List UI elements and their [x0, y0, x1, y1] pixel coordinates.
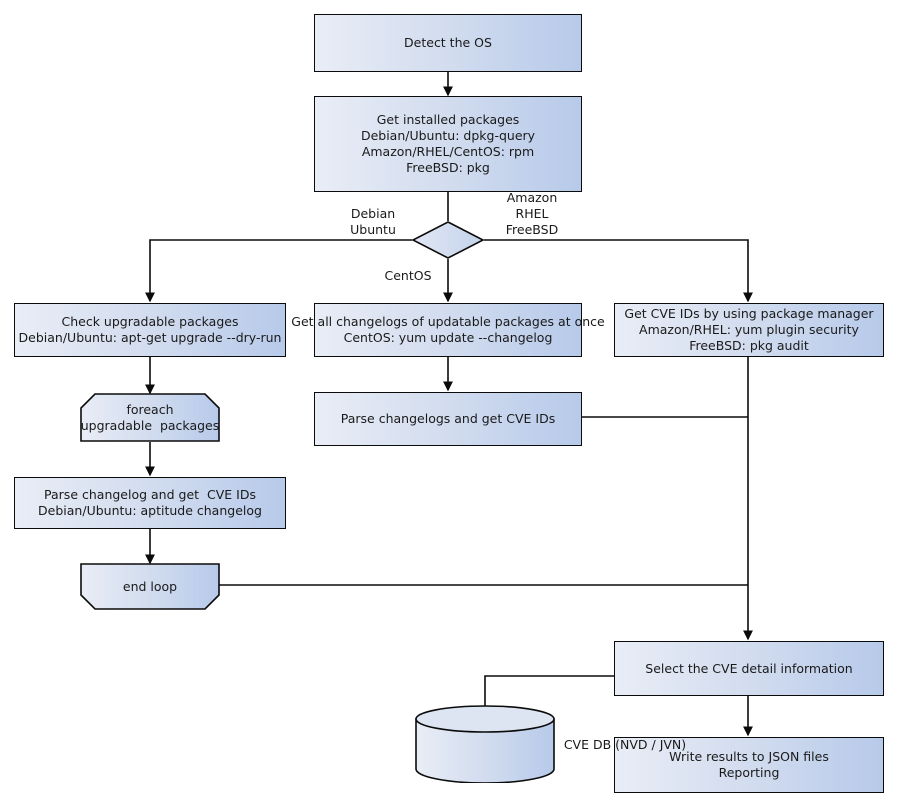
node-get-installed-packages-label: Get installed packages Debian/Ubuntu: dp…: [360, 112, 536, 175]
decision-diamond-shape: [411, 221, 485, 259]
node-cve-database-label: CVE DB (NVD / JVN): [563, 737, 687, 752]
node-get-cve-ids-package-manager[interactable]: Get CVE IDs by using package manager Ama…: [614, 303, 884, 357]
node-foreach-loop-start[interactable]: foreach upgradable packages: [80, 393, 220, 442]
node-parse-changelog-single[interactable]: Parse changelog and get CVE IDs Debian/U…: [14, 477, 286, 529]
node-select-cve-detail[interactable]: Select the CVE detail information: [614, 641, 884, 696]
node-end-loop[interactable]: end loop: [80, 563, 220, 610]
node-os-decision[interactable]: [411, 221, 485, 259]
node-check-upgradable-packages-label: Check upgradable packages Debian/Ubuntu:…: [18, 314, 282, 345]
node-get-all-changelogs-label: Get all changelogs of updatable packages…: [291, 314, 605, 345]
node-get-all-changelogs[interactable]: Get all changelogs of updatable packages…: [291, 303, 605, 357]
node-check-upgradable-packages[interactable]: Check upgradable packages Debian/Ubuntu:…: [14, 303, 286, 357]
node-detect-os[interactable]: Detect the OS: [314, 14, 582, 72]
node-write-results[interactable]: Write results to JSON files Reporting: [614, 737, 884, 793]
loop-end-shape: [80, 563, 220, 610]
node-parse-changelog-single-label: Parse changelog and get CVE IDs Debian/U…: [38, 487, 262, 518]
node-foreach-loop-start-label: foreach upgradable packages: [80, 401, 220, 433]
node-select-cve-detail-label: Select the CVE detail information: [645, 660, 853, 676]
node-end-loop-label: end loop: [122, 578, 178, 594]
node-get-installed-packages[interactable]: Get installed packages Debian/Ubuntu: dp…: [314, 96, 582, 192]
node-write-results-label: Write results to JSON files Reporting: [669, 749, 829, 780]
edge-label-debian-ubuntu: Debian Ubuntu: [350, 206, 396, 237]
node-get-cve-ids-package-manager-label: Get CVE IDs by using package manager Ama…: [624, 306, 874, 353]
node-parse-changelogs-multi[interactable]: Parse changelogs and get CVE IDs: [314, 392, 582, 446]
database-cylinder-shape: [415, 705, 555, 784]
edge-label-centos: CentOS: [384, 268, 432, 283]
node-cve-database[interactable]: CVE DB (NVD / JVN): [415, 705, 686, 784]
node-parse-changelogs-multi-label: Parse changelogs and get CVE IDs: [340, 411, 556, 426]
loop-start-shape: [80, 393, 220, 442]
node-detect-os-label: Detect the OS: [404, 35, 492, 50]
edge-label-amazon-rhel-freebsd: Amazon RHEL FreeBSD: [505, 190, 559, 237]
